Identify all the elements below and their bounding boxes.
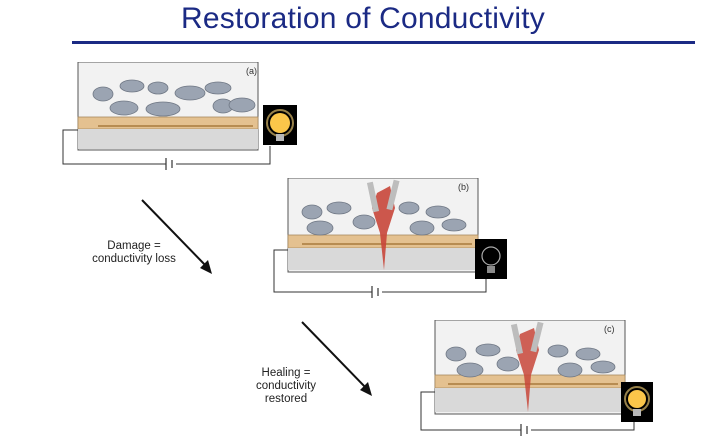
panel-b-crack (366, 179, 400, 270)
panel-c-crack-healed (510, 321, 544, 412)
damage-caption-line-1: Damage = (107, 240, 161, 252)
panel-a-capsules (92, 79, 256, 117)
bulb-off-icon (475, 239, 507, 279)
panel-b-label: (b) (458, 182, 469, 192)
damage-caption: Damage = conductivity loss (74, 240, 194, 266)
panel-b-illustration (273, 178, 487, 298)
slide-title: Restoration of Conductivity (181, 2, 545, 35)
panel-c-capsules (445, 343, 616, 378)
healing-caption-line-2: conductivity (255, 380, 317, 392)
bulb-on-icon (621, 382, 653, 422)
bulb-on-icon (263, 105, 297, 145)
panel-a-illustration (62, 62, 271, 170)
title-underline (72, 41, 695, 44)
panel-b-capsules (301, 201, 467, 236)
arrow-healing (301, 321, 372, 396)
damage-caption-line-2: conductivity loss (92, 253, 176, 265)
panel-a-label: (a) (246, 66, 257, 76)
panel-c: (c) (418, 320, 658, 443)
panel-c-illustration (420, 320, 635, 436)
panel-c-label: (c) (604, 324, 615, 334)
panel-b: (b) (272, 178, 512, 303)
panel-a: (a) (58, 62, 298, 182)
healing-caption-line-3: restored (264, 393, 308, 405)
healing-caption: Healing = conductivity restored (236, 367, 336, 406)
arrow-damage (141, 199, 212, 274)
healing-caption-line-1: Healing = (261, 367, 311, 379)
